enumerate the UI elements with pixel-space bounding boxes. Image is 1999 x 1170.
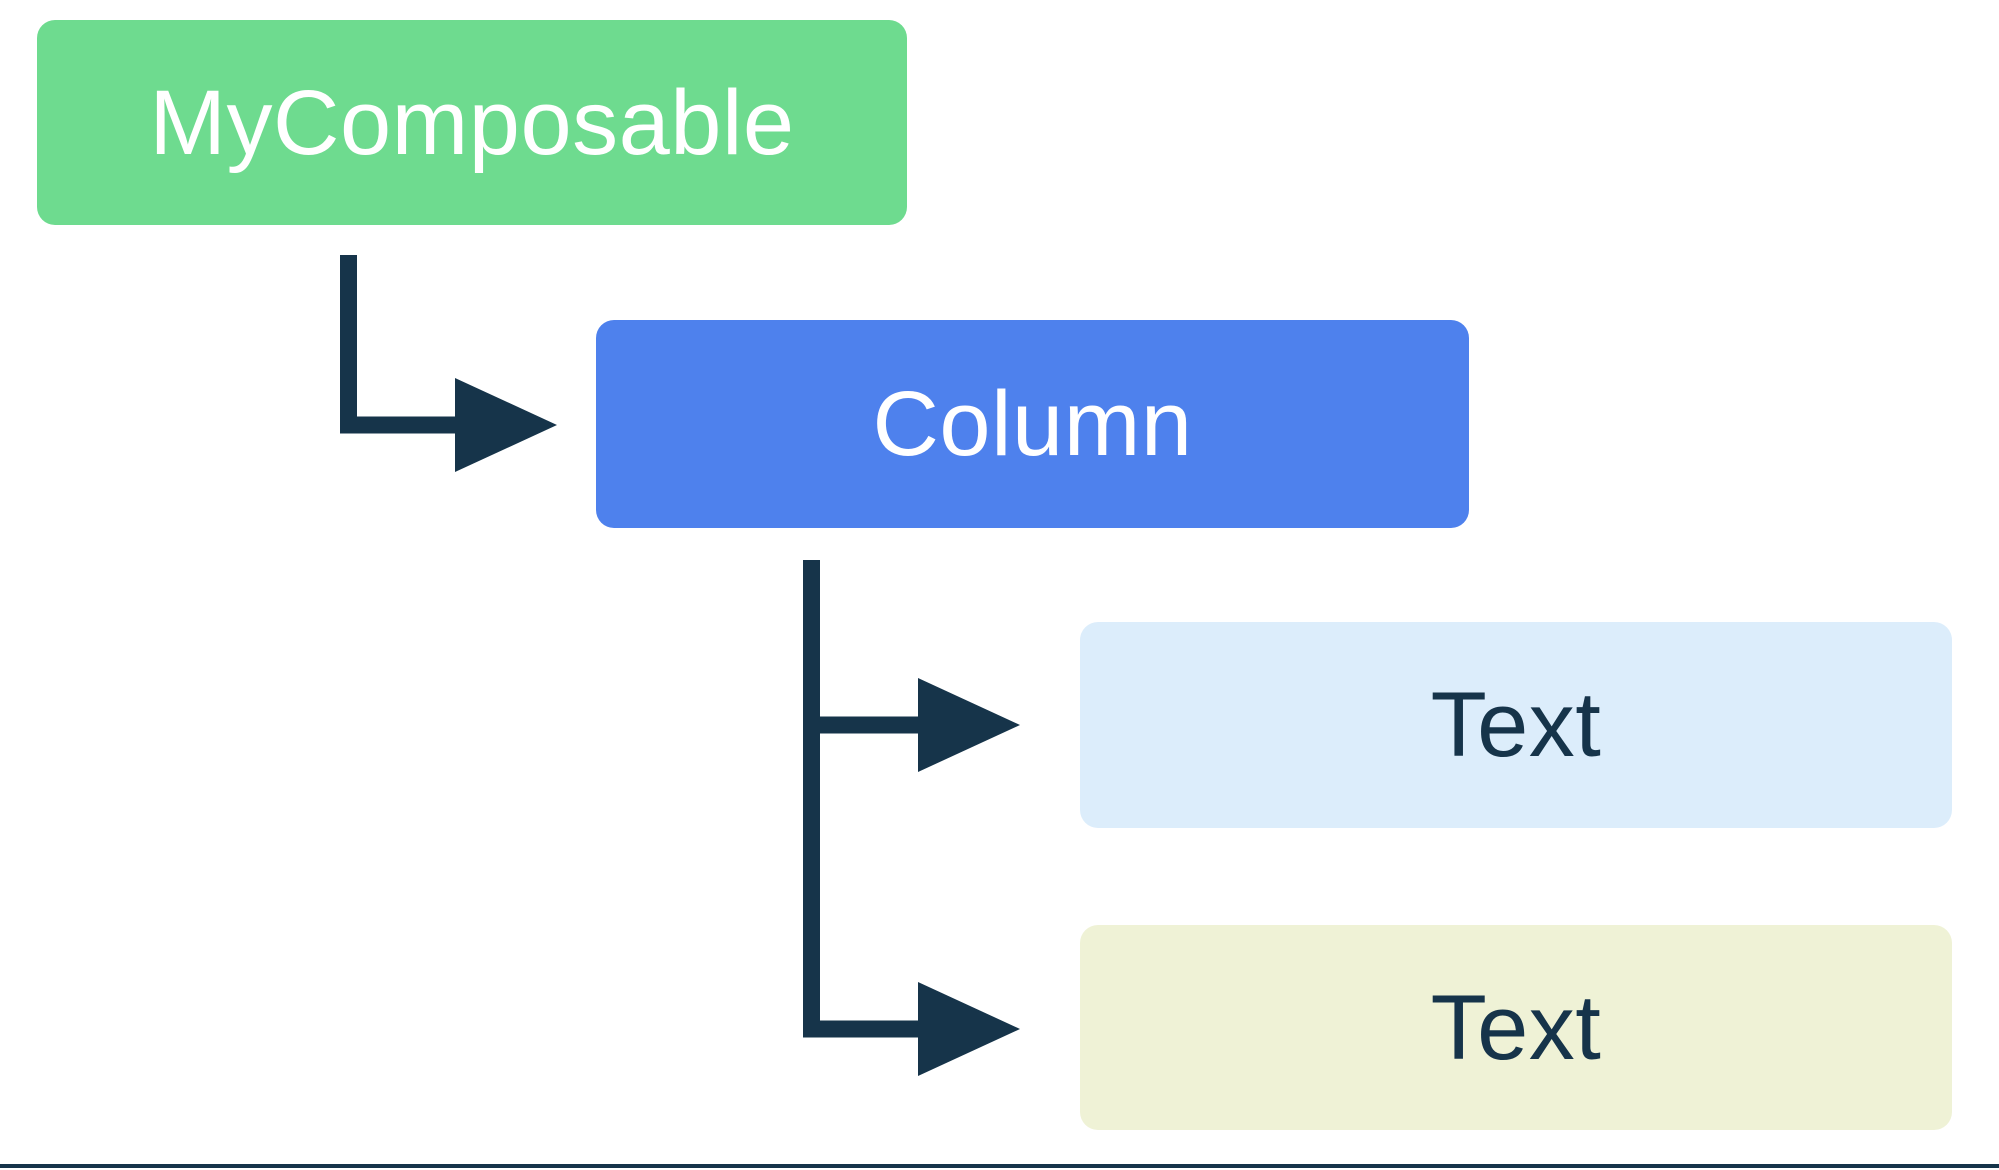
edge-column-to-text-2-arrowhead <box>918 982 1020 1076</box>
edge-column-to-text-2 <box>803 725 1020 1076</box>
node-my-composable[interactable]: MyComposable <box>37 20 907 225</box>
node-column-label: Column <box>872 373 1193 475</box>
edge-column-to-text-1 <box>803 560 1020 772</box>
node-my-composable-label: MyComposable <box>149 71 795 174</box>
edge-column-to-text-2-line <box>803 725 925 1038</box>
edge-column-to-text-1-arrowhead <box>918 678 1020 772</box>
bottom-divider <box>0 1164 1999 1168</box>
node-text-second[interactable]: Text <box>1080 925 1952 1130</box>
edge-column-to-text-1-line <box>803 560 925 734</box>
node-text-second-label: Text <box>1430 976 1602 1079</box>
edge-root-to-column-line <box>340 255 462 434</box>
edge-root-to-column-arrowhead <box>455 378 557 472</box>
node-text-first[interactable]: Text <box>1080 622 1952 828</box>
edge-root-to-column <box>340 255 557 472</box>
node-column[interactable]: Column <box>596 320 1469 528</box>
node-text-first-label: Text <box>1430 674 1602 776</box>
